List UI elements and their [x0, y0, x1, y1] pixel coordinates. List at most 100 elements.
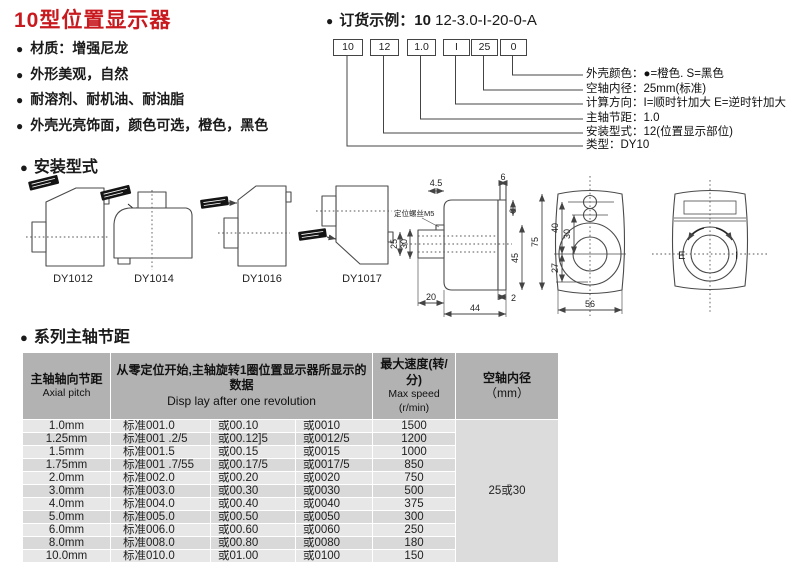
- header-zh: 从零定位开始,主轴旋转1圈位置显示器所显示的数据: [116, 362, 367, 393]
- body-outline: [113, 207, 193, 259]
- cell-max-speed: 1000: [372, 445, 457, 460]
- bullet-icon: ●: [16, 93, 24, 107]
- cell-max-speed: 1200: [372, 432, 457, 447]
- cell-standard-display: 标准001 .2/5: [110, 432, 211, 447]
- model-label: DY1012: [53, 273, 93, 285]
- cell-standard-display: 标准001.5: [110, 445, 211, 460]
- cell-standard-display: 标准003.0: [110, 484, 211, 499]
- header-display-data: 从零定位开始,主轴旋转1圈位置显示器所显示的数据 Disp lay after …: [109, 351, 374, 421]
- cell-standard-display: 标准010.0: [110, 549, 211, 563]
- cell-pitch: 1.75mm: [22, 458, 111, 473]
- tab: [387, 231, 394, 243]
- legend-type: 类型：DY10: [586, 139, 650, 151]
- cell-alt-display-1: 或01.00: [210, 549, 296, 563]
- cell-pitch: 1.0mm: [22, 419, 111, 434]
- header-zh: 最大速度(转/分): [380, 357, 448, 387]
- cell-max-speed: 750: [372, 471, 457, 486]
- cell-pitch: 3.0mm: [22, 484, 111, 499]
- cell-alt-display-1: 或00.50: [210, 510, 296, 525]
- cell-standard-display: 标准001.0: [110, 419, 211, 434]
- cell-max-speed: 300: [372, 510, 457, 525]
- bore-circle: [690, 234, 730, 274]
- feature-text: 材质：增强尼龙: [30, 40, 129, 56]
- cell-standard-display: 标准008.0: [110, 536, 211, 551]
- cell-alt-display-1: 或00.12]5: [210, 432, 296, 447]
- cw-arrow: [715, 227, 733, 241]
- feature-item: ● 材质：增强尼龙: [16, 36, 268, 62]
- drawing-dy1012: DY1012: [26, 174, 110, 285]
- model-label: DY1016: [242, 273, 282, 285]
- bullet-icon: ●: [20, 160, 28, 175]
- direction-i-label: I: [735, 250, 738, 262]
- header-max-speed: 最大速度(转/分) Max speed (r/min): [372, 351, 457, 421]
- order-box-direction: I: [443, 39, 470, 56]
- leader-line: [512, 56, 583, 76]
- body-outline: [45, 187, 105, 267]
- order-example-heading: ●订货示例：10 12-3.0-I-20-0-A: [326, 9, 537, 30]
- cell-alt-display-2: 或0080: [294, 536, 374, 551]
- cell-standard-display: 标准001 .7/55: [110, 458, 211, 473]
- feature-text: 外形美观，自然: [30, 65, 129, 82]
- model-label: DY1017: [342, 273, 382, 285]
- screw-label: 定位螺丝M5: [394, 208, 434, 218]
- dim-20: 20: [426, 292, 436, 302]
- dim-75: 75: [530, 237, 540, 247]
- cell-max-speed: 500: [372, 484, 457, 499]
- feature-text: 外壳光亮饰面，颜色可选，橙色，黑色: [30, 116, 269, 133]
- drawing-rear-view: E I: [652, 180, 768, 314]
- drawing-dy1016: DY1016: [200, 185, 292, 285]
- dim-30: 30: [399, 239, 409, 249]
- cell-max-speed: 850: [372, 458, 457, 473]
- mounting-heading-text: 安装型式: [33, 159, 98, 176]
- leader-line: [483, 56, 583, 91]
- leader-line: [346, 56, 583, 147]
- drawing-front-view: 75 40 30 27 56: [530, 176, 626, 316]
- cell-pitch: 8.0mm: [22, 536, 111, 551]
- header-zh: 空轴内径: [483, 370, 532, 385]
- order-box-bore: 25: [471, 39, 498, 56]
- cell-alt-display-2: 或0020: [294, 471, 374, 486]
- body-outline: [335, 185, 389, 265]
- bullet-icon: ●: [16, 42, 24, 56]
- cell-alt-display-2: 或0050: [294, 510, 374, 525]
- order-code: 12-3.0-I-20-0-A: [435, 12, 537, 29]
- pitch-section-heading: ●系列主轴节距: [20, 323, 130, 347]
- dim-25: 25: [389, 239, 399, 249]
- cell-alt-display-2: 或0017/5: [294, 458, 374, 473]
- direction-e-label: E: [678, 250, 685, 262]
- order-heading-label: 订货示例：: [339, 12, 415, 29]
- set-screw: [435, 224, 445, 231]
- dim-45: 45: [510, 253, 520, 263]
- cell-standard-display: 标准005.0: [110, 510, 211, 525]
- legend-direction: 计算方向：I=顺时针加大 E=逆时针加大: [586, 97, 786, 109]
- feature-item: ●外形美观，自然: [16, 62, 268, 88]
- cell-alt-display-2: 或0030: [294, 484, 374, 499]
- cell-alt-display-1: 或00.30: [210, 484, 296, 499]
- cell-alt-display-2: 或0100: [294, 549, 374, 563]
- pitch-heading-text: 系列主轴节距: [33, 329, 130, 346]
- cell-pitch: 4.0mm: [22, 497, 111, 512]
- screw-leader: [421, 217, 440, 228]
- feature-item: ●耐溶剂、耐机油、耐油脂: [16, 87, 268, 113]
- legend-mounting: 安装型式：12(位置显示部位): [586, 126, 733, 138]
- dim-30: 30: [562, 229, 572, 239]
- dim-56: 56: [585, 299, 595, 309]
- cell-pitch: 1.25mm: [22, 432, 111, 447]
- leader-line: [455, 56, 583, 105]
- foot: [117, 257, 131, 265]
- feature-list: ●材质：增强尼龙 ●外形美观，自然 ●耐溶剂、耐机油、耐油脂 ●外壳光亮饰面，颜…: [16, 36, 268, 138]
- header-zh: 主轴轴向节距: [30, 371, 103, 386]
- header-axial-pitch: 主轴轴向节距 Axial pitch: [22, 351, 111, 421]
- dim-27: 27: [550, 263, 560, 273]
- brand-badge: [298, 228, 327, 241]
- bullet-icon: ●: [16, 118, 24, 133]
- cell-bore-merged: 25或30: [455, 419, 560, 563]
- cell-alt-display-1: 或00.40: [210, 497, 296, 512]
- dim-40: 40: [550, 223, 560, 233]
- model-label: DY1014: [134, 273, 174, 285]
- drawing-dy1017: DY1017: [298, 185, 394, 285]
